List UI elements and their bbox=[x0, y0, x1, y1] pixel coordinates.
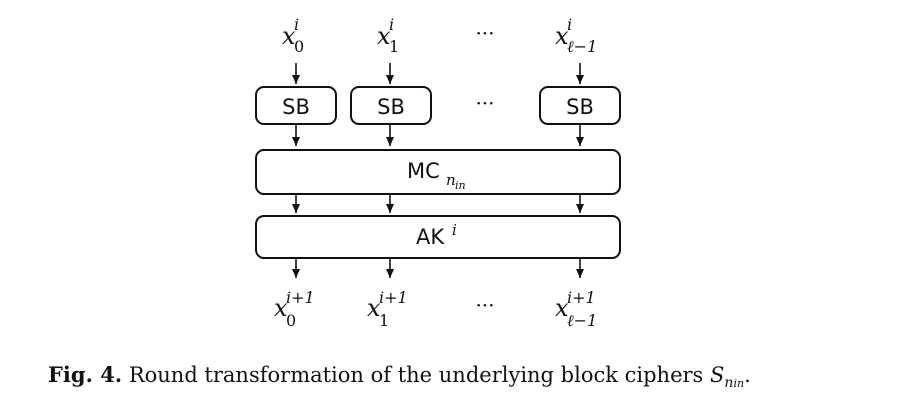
output-base: x bbox=[367, 294, 381, 322]
mix-columns-box: MC n in bbox=[255, 149, 621, 195]
caption-symbol: S bbox=[710, 363, 725, 387]
caption-end: . bbox=[744, 363, 751, 387]
input-sub: 1 bbox=[389, 37, 399, 56]
output-base: x bbox=[555, 294, 569, 322]
input-sup: i bbox=[389, 15, 394, 34]
input-ellipsis: ··· bbox=[475, 21, 494, 45]
input-x1: x i 1 bbox=[377, 15, 399, 56]
sbox-label: SB bbox=[282, 95, 310, 119]
sbox-label: SB bbox=[377, 95, 405, 119]
output-base: x bbox=[274, 294, 288, 322]
caption-text: Round transformation of the underlying b… bbox=[128, 363, 704, 387]
sbox-l-1: SB bbox=[539, 86, 621, 125]
add-key-label: AK bbox=[416, 225, 445, 249]
mix-columns-subsub: in bbox=[455, 179, 466, 192]
output-sub: ℓ−1 bbox=[567, 311, 597, 330]
output-sup: i+1 bbox=[379, 288, 408, 307]
add-key-sup: i bbox=[452, 221, 457, 239]
input-base: x bbox=[555, 22, 569, 50]
figure-caption: Fig. 4. Round transformation of the unde… bbox=[48, 362, 888, 391]
output-x1: x i+1 1 bbox=[367, 288, 408, 330]
sbox-label: SB bbox=[566, 95, 594, 119]
output-sup: i+1 bbox=[567, 288, 596, 307]
output-ellipsis: ··· bbox=[475, 293, 494, 317]
add-key-box: AK i bbox=[255, 215, 621, 259]
input-sub: 0 bbox=[294, 37, 304, 56]
input-sub: ℓ−1 bbox=[567, 37, 597, 56]
output-sub: 1 bbox=[379, 311, 389, 330]
sbox-1: SB bbox=[350, 86, 432, 125]
caption-symbol-sub: nin bbox=[724, 375, 745, 391]
mix-columns-sub: n bbox=[446, 171, 456, 189]
output-xl-1: x i+1 ℓ−1 bbox=[555, 288, 597, 330]
input-sup: i bbox=[567, 15, 572, 34]
input-x0: x i 0 bbox=[282, 15, 304, 56]
output-sub: 0 bbox=[286, 311, 296, 330]
caption-label: Fig. 4. bbox=[48, 362, 123, 387]
input-sup: i bbox=[294, 15, 299, 34]
output-sup: i+1 bbox=[286, 288, 315, 307]
mix-columns-label: MC bbox=[407, 159, 440, 183]
input-xl-1: x i ℓ−1 bbox=[555, 15, 597, 56]
sbox-0: SB bbox=[255, 86, 337, 125]
sbox-ellipsis: ··· bbox=[475, 91, 494, 115]
input-base: x bbox=[377, 22, 391, 50]
round-transformation-diagram: x i 0 x i 1 ··· x i ℓ−1 SB SB ··· SB MC … bbox=[255, 15, 621, 330]
input-base: x bbox=[282, 22, 296, 50]
output-x0: x i+1 0 bbox=[274, 288, 315, 330]
